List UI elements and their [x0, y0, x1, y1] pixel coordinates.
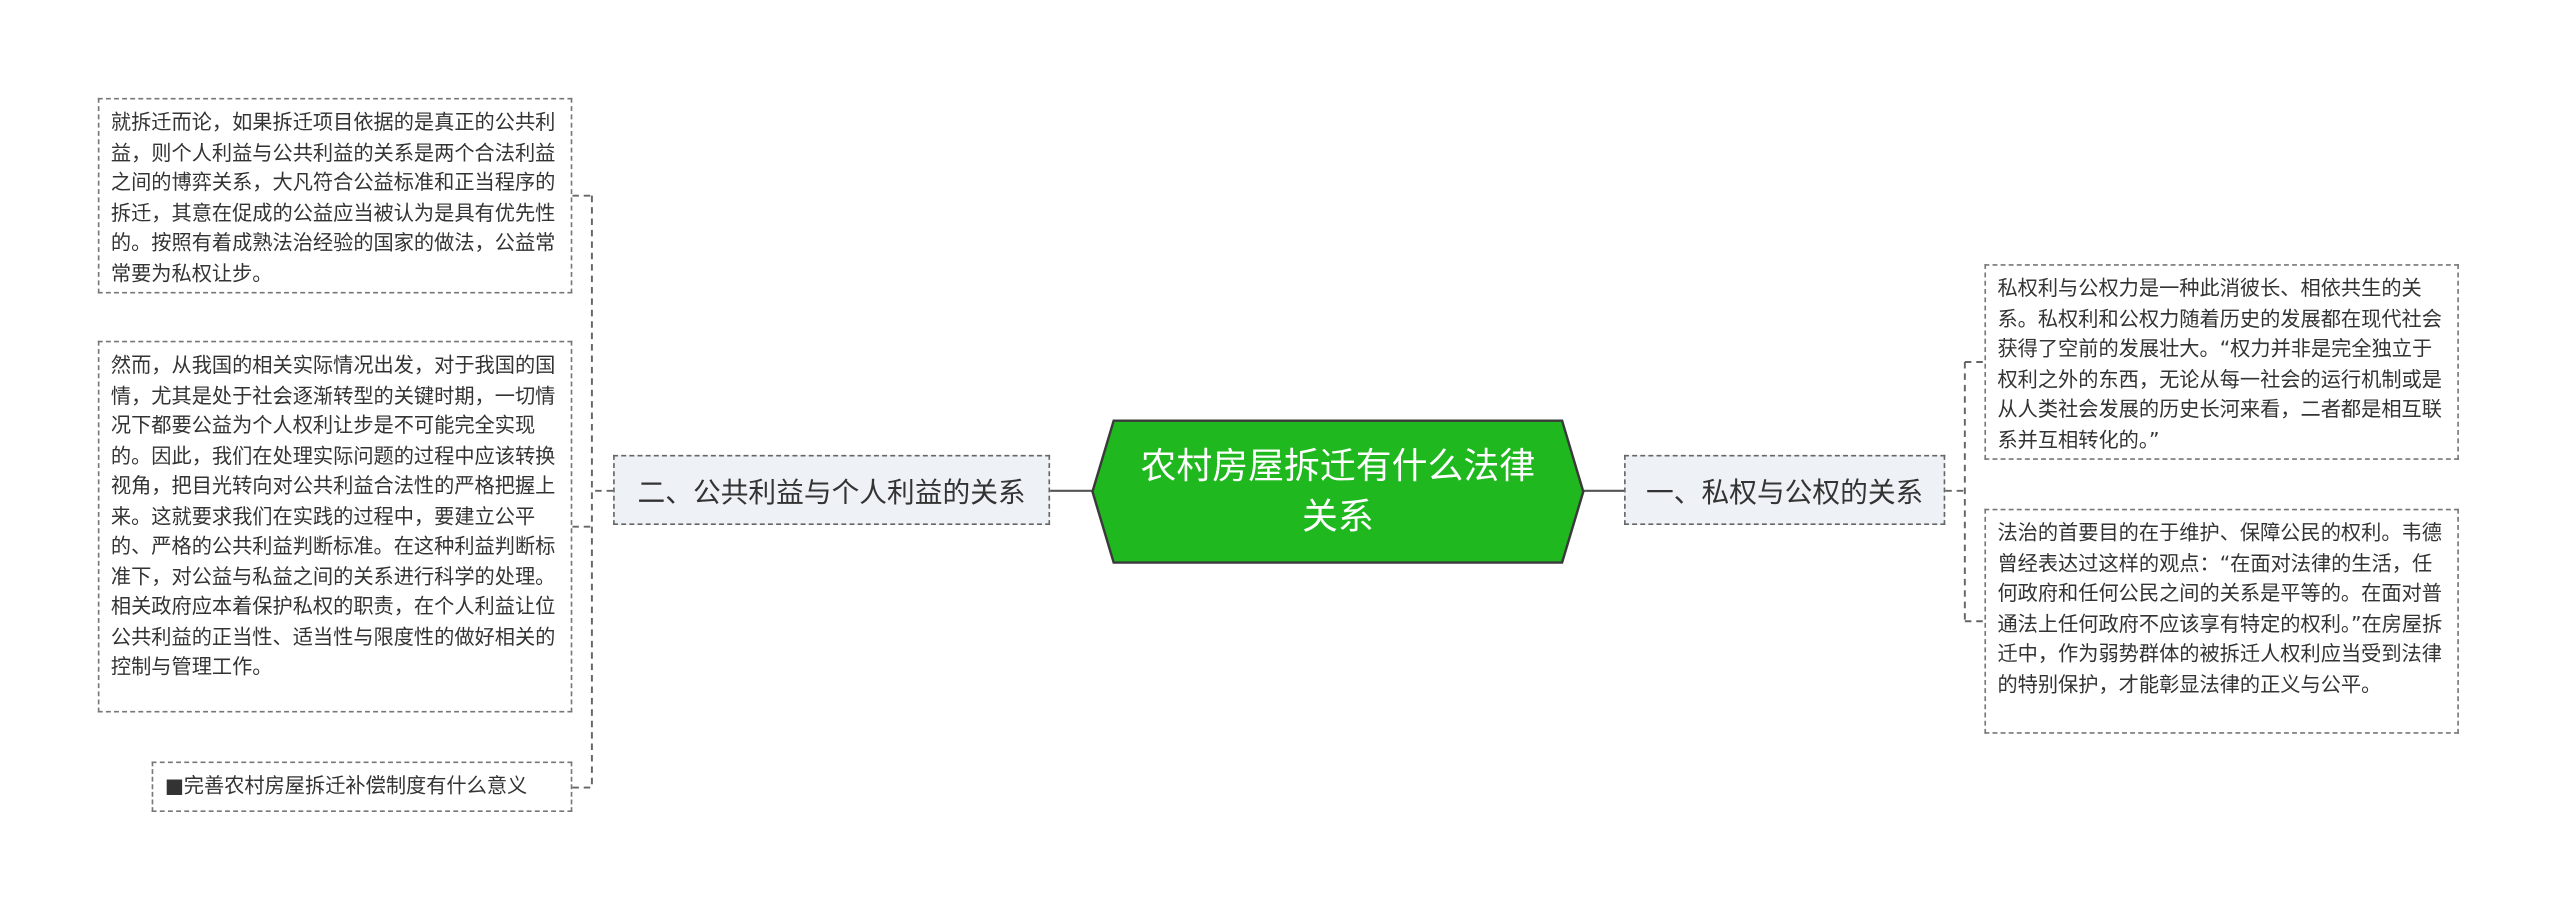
- leaf-right-1[interactable]: 私权利与公权力是一种此消彼长、相依共生的关系。私权利和公权力随着历史的发展都在现…: [1984, 264, 2459, 460]
- branch-label: 一、私权与公权的关系: [1646, 477, 1924, 511]
- leaf-left-2[interactable]: 然而，从我国的相关实际情况出发，对于我国的国情，尤其是处于社会逐渐转型的关键时期…: [97, 340, 573, 713]
- branch-public-private-interest[interactable]: 二、公共利益与个人利益的关系: [613, 454, 1051, 526]
- leaf-right-2[interactable]: 法治的首要目的在于维护、保障公民的权利。韦德曾经表达过这样的观点：“在面对法律的…: [1984, 508, 2459, 734]
- root-hexagon-shape: [1091, 419, 1585, 564]
- leaf-left-3-link[interactable]: ■完善农村房屋拆迁补偿制度有什么意义: [151, 761, 573, 813]
- branch-private-public-power[interactable]: 一、私权与公权的关系: [1624, 454, 1946, 526]
- branch-label: 二、公共利益与个人利益的关系: [637, 477, 1026, 511]
- root-title: 农村房屋拆迁有什么法律关系: [1140, 445, 1536, 538]
- leaf-left-1[interactable]: 就拆迁而论，如果拆迁项目依据的是真正的公共利益，则个人利益与公共利益的关系是两个…: [97, 97, 573, 294]
- root-node[interactable]: 农村房屋拆迁有什么法律关系: [1091, 419, 1585, 564]
